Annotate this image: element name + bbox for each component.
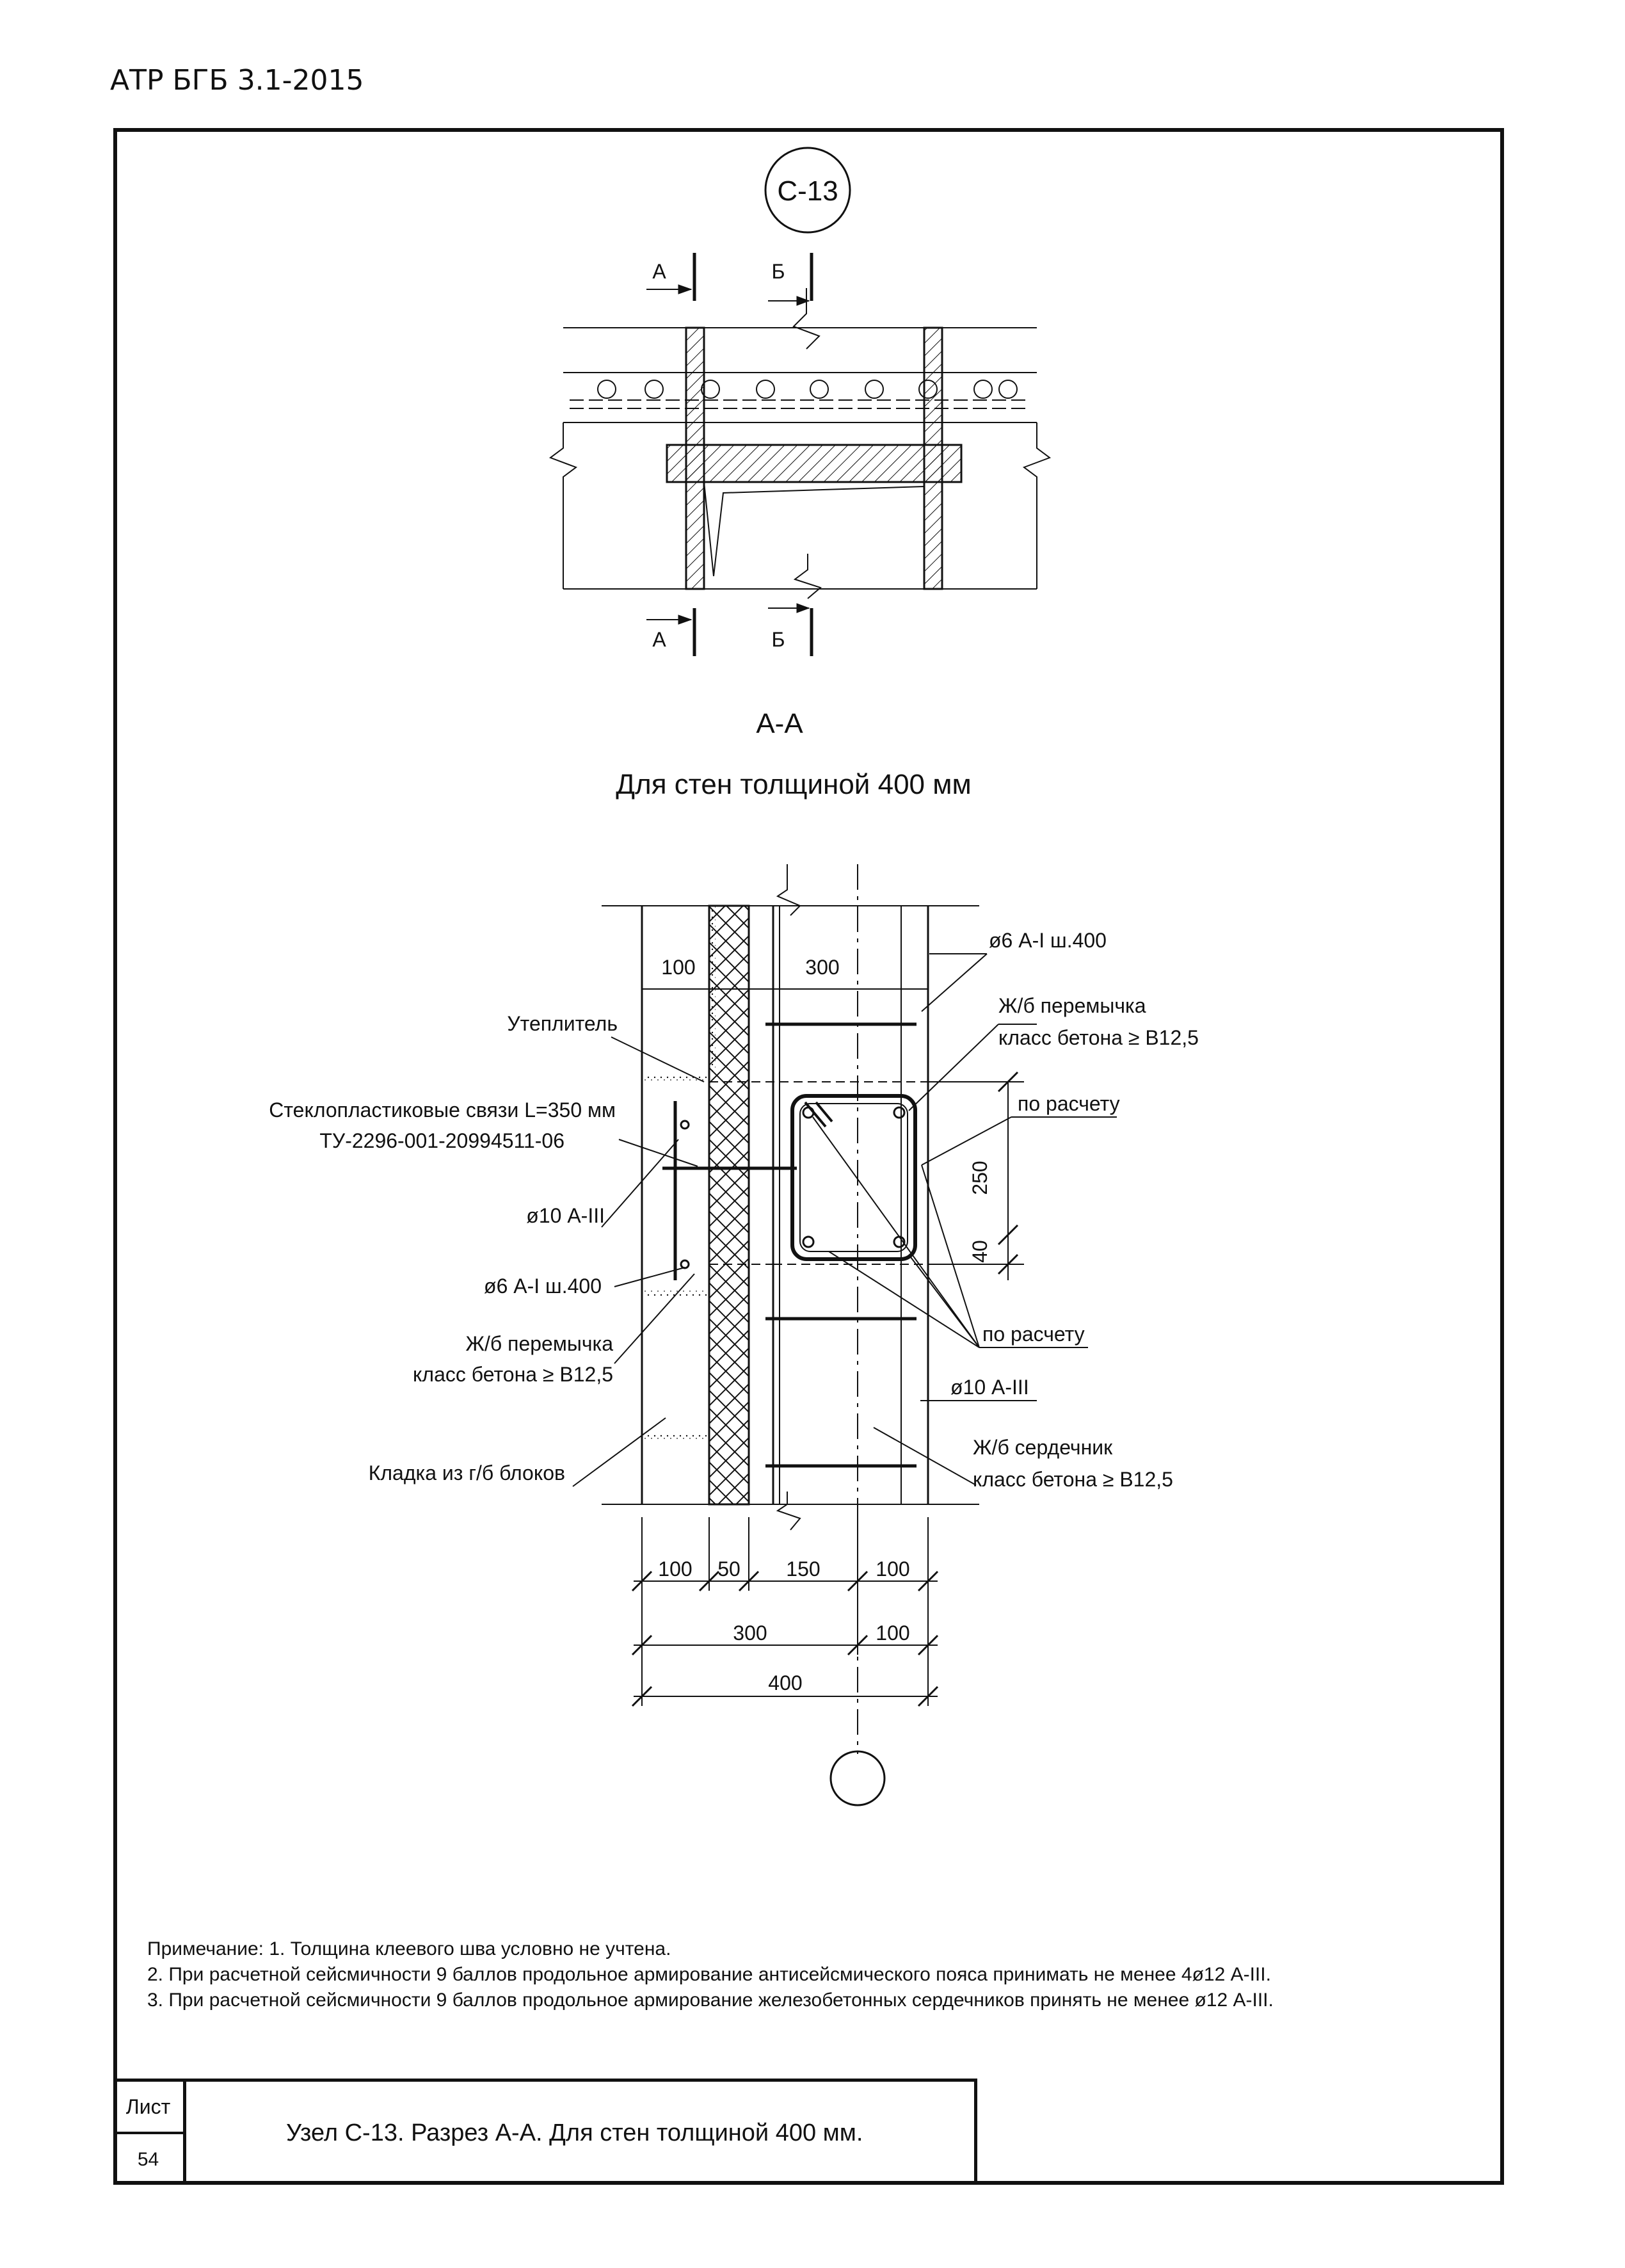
cut-a-top-label: А [652,260,666,283]
rebar-d6-right-label: ø6 А-I ш.400 [989,929,1107,952]
node-marker-label: С-13 [777,175,838,207]
sheet-label: Лист [113,2082,183,2134]
dim-v-40: 40 [968,1240,991,1263]
dim-b-100a: 100 [658,1557,692,1580]
note-1: Примечание: 1. Толщина клеевого шва усло… [147,1938,671,1959]
note-3: 3. При расчетной сейсмичности 9 баллов п… [147,1990,1274,2011]
lintel-left-line1: Ж/б перемычка [465,1332,613,1355]
document-code: АТР БГБ 3.1-2015 [110,64,364,97]
dim-top-300: 300 [805,956,839,979]
plan-view [548,253,1052,656]
dim-b-100b: 100 [876,1557,909,1580]
rebar-d10-right-label: ø10 А-III [950,1376,1029,1399]
lintel-right-line1: Ж/б перемычка [998,994,1146,1017]
lintel-left-line2: класс бетона ≥ В12,5 [413,1363,613,1386]
slab-voids [597,380,1018,399]
dim-b-150: 150 [786,1557,820,1580]
ties-line1: Стеклопластиковые связи L=350 мм [269,1098,616,1122]
insulation-label: Утеплитель [507,1012,618,1035]
cut-b-bottom-label: Б [772,628,785,651]
drawing-frame [113,128,1504,2185]
section-title: А-А [756,708,803,739]
sheet-cell: Лист 54 [113,2082,186,2185]
section-view [572,864,1117,1806]
dim-top-100: 100 [661,956,695,979]
node-marker: С-13 [764,147,851,234]
masonry-label: Кладка из г/б блоков [369,1461,565,1484]
title-block: Лист 54 Узел С-13. Разрез А-А. Для стен … [113,2079,977,2185]
core-line1: Ж/б сердечник [973,1436,1113,1459]
dim-m-300: 300 [733,1621,767,1645]
by-calc-top-label: по расчету [1018,1092,1120,1115]
cut-b-top-label: Б [772,260,785,283]
section-subtitle: Для стен толщиной 400 мм [616,769,972,800]
by-calc-bottom-label: по расчету [982,1323,1085,1346]
notes: Примечание: 1. Толщина клеевого шва усло… [147,1936,1274,2013]
dim-total-400: 400 [768,1671,802,1694]
core-line2: класс бетона ≥ В12,5 [973,1468,1173,1491]
ties-line2: ТУ-2296-001-20994511-06 [319,1129,564,1152]
lintel-right-line2: класс бетона ≥ В12,5 [998,1026,1199,1049]
rebar-d10-left-label: ø10 А-III [526,1204,605,1227]
cut-a-bottom-label: А [652,628,666,651]
sheet-number: 54 [137,2148,159,2170]
dim-v-250: 250 [968,1161,991,1194]
dim-m-100: 100 [876,1621,909,1645]
sheet-title: Узел С-13. Разрез А-А. Для стен толщиной… [286,2119,863,2146]
rebar-d6-left-label: ø6 А-I ш.400 [484,1275,602,1298]
dim-b-50: 50 [717,1557,740,1580]
note-2: 2. При расчетной сейсмичности 9 баллов п… [147,1964,1271,1985]
